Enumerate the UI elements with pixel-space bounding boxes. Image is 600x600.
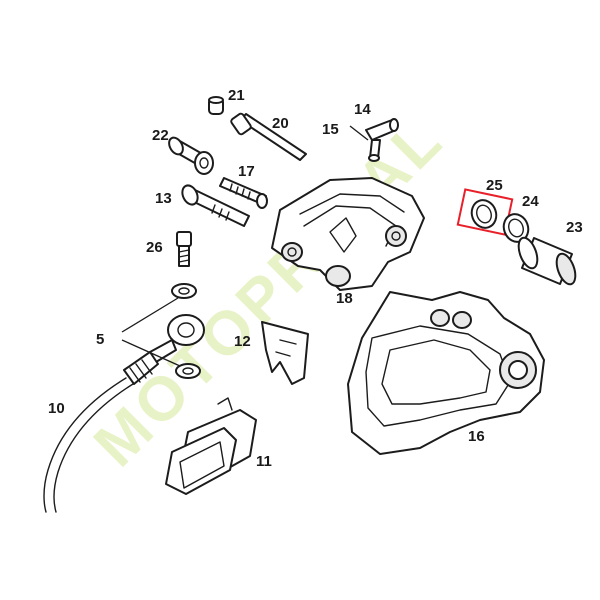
label-part-15: 15 xyxy=(322,121,339,138)
label-part-13: 13 xyxy=(155,190,172,207)
label-part-5: 5 xyxy=(96,331,104,348)
label-part-21: 21 xyxy=(228,87,245,104)
label-part-25: 25 xyxy=(486,177,503,194)
label-part-11: 11 xyxy=(256,453,272,470)
part-13-bolt xyxy=(181,184,250,227)
part-14-bleeder-valve xyxy=(365,118,399,162)
part-10-brake-hose xyxy=(43,314,205,513)
label-part-12: 12 xyxy=(234,333,251,350)
label-part-10: 10 xyxy=(48,400,65,417)
label-part-26: 26 xyxy=(146,239,163,256)
label-part-22: 22 xyxy=(152,127,169,144)
label-part-17: 17 xyxy=(238,163,255,180)
label-part-23: 23 xyxy=(566,219,583,236)
part-16-caliper-bracket xyxy=(347,291,545,455)
part-26-banjo-bolt xyxy=(176,231,192,267)
label-part-16: 16 xyxy=(468,428,485,445)
part-23-sleeve xyxy=(517,236,577,286)
part-21-cap xyxy=(208,96,224,115)
part-25-seal xyxy=(470,199,498,229)
part-11-brake-pads xyxy=(165,397,257,495)
leader-lines xyxy=(121,125,369,367)
part-22-bolt xyxy=(168,136,214,175)
part-5-washer-top xyxy=(171,283,197,299)
part-17-pin xyxy=(219,177,268,209)
label-part-20: 20 xyxy=(272,115,289,132)
label-part-14: 14 xyxy=(354,101,371,118)
part-20-slide-pin xyxy=(230,112,307,161)
part-5-washer-bottom xyxy=(175,363,201,379)
label-part-24: 24 xyxy=(522,193,539,210)
part-12-pad-spring xyxy=(261,321,309,385)
caliper-body xyxy=(271,177,425,291)
label-part-18: 18 xyxy=(336,290,353,307)
